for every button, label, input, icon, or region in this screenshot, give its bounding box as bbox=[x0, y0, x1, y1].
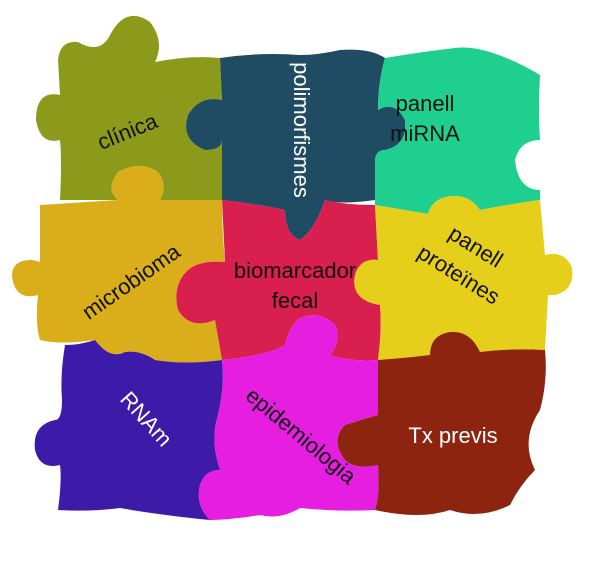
label-panell-mirna-line2: miRNA bbox=[390, 121, 460, 146]
piece-tx-previs bbox=[337, 331, 546, 515]
label-polimorfismes: polimorfismes bbox=[289, 62, 314, 198]
piece-rnam bbox=[34, 340, 223, 520]
piece-epidemiologia bbox=[198, 315, 379, 520]
piece-panell-mirna bbox=[375, 47, 540, 214]
label-tx-previs: Tx previs bbox=[408, 423, 497, 448]
piece-clinica bbox=[36, 15, 222, 201]
piece-panell-proteines bbox=[354, 195, 573, 360]
piece-polimorfismes bbox=[186, 49, 406, 240]
piece-microbioma bbox=[12, 166, 225, 363]
label-biomarcador-fecal-line1: biomarcador bbox=[234, 258, 356, 283]
label-biomarcador-fecal-line2: fecal bbox=[272, 288, 318, 313]
label-panell-mirna-line1: panell bbox=[396, 91, 455, 116]
piece-biomarcador-fecal bbox=[176, 200, 381, 361]
